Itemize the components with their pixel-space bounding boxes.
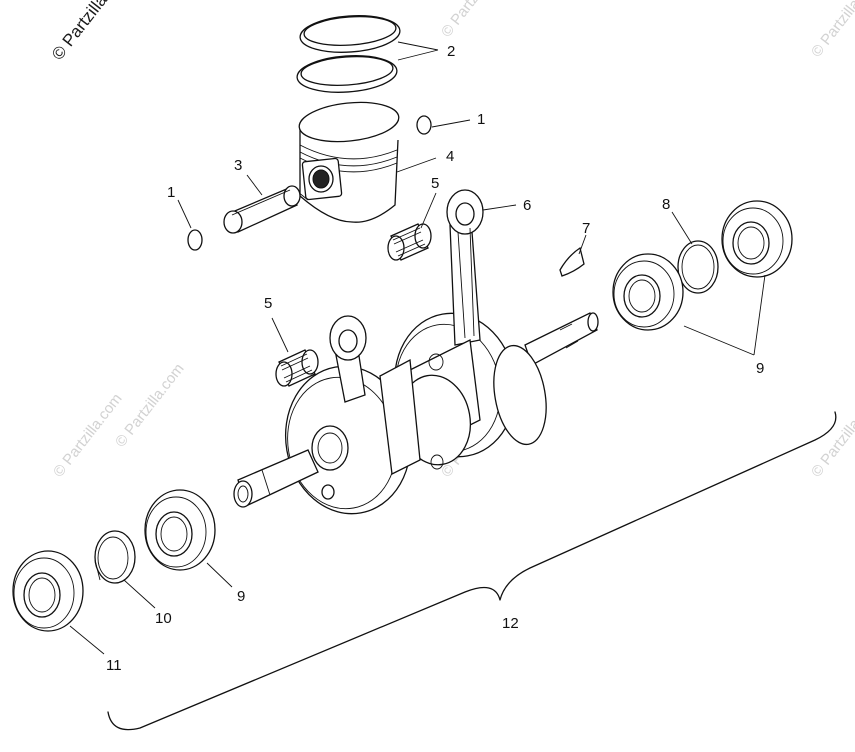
crankshaft-assembly — [233, 189, 599, 515]
callout-labels: 2 1 4 3 1 5 6 7 8 5 9 9 10 11 12 — [106, 43, 764, 674]
callout-9-left: 9 — [237, 588, 245, 605]
callout-6: 6 — [523, 197, 531, 214]
needle-bearing-lower — [275, 349, 319, 387]
callout-9-right: 9 — [756, 360, 764, 377]
needle-bearing-upper — [387, 223, 432, 261]
callout-11: 11 — [106, 657, 122, 674]
assembly-bracket — [107, 411, 837, 731]
piston — [297, 101, 400, 223]
callout-10: 10 — [155, 610, 172, 627]
leader-lines — [69, 41, 766, 655]
callout-12: 12 — [502, 615, 519, 632]
callout-5-upper: 5 — [431, 175, 439, 192]
callout-4: 4 — [446, 148, 454, 165]
bearing-left — [144, 489, 216, 571]
callout-1-left: 1 — [167, 184, 175, 201]
seal-right-outer — [721, 200, 793, 278]
bearing-right-inner — [612, 253, 684, 331]
callout-3: 2 — [447, 43, 455, 60]
woodruff-key — [559, 246, 585, 277]
callout-8: 8 — [662, 196, 670, 213]
seal-left — [12, 550, 84, 632]
shim-left — [94, 530, 136, 584]
shim-right — [677, 240, 719, 294]
circlip-right — [416, 115, 432, 135]
circlip-left — [187, 229, 203, 251]
callout-7: 7 — [582, 220, 590, 237]
callout-5-lower: 5 — [264, 295, 272, 312]
piston-pin — [223, 185, 301, 234]
callout-1-right: 1 — [477, 111, 485, 128]
piston-rings — [296, 15, 401, 93]
callout-2: 3 — [234, 157, 242, 174]
